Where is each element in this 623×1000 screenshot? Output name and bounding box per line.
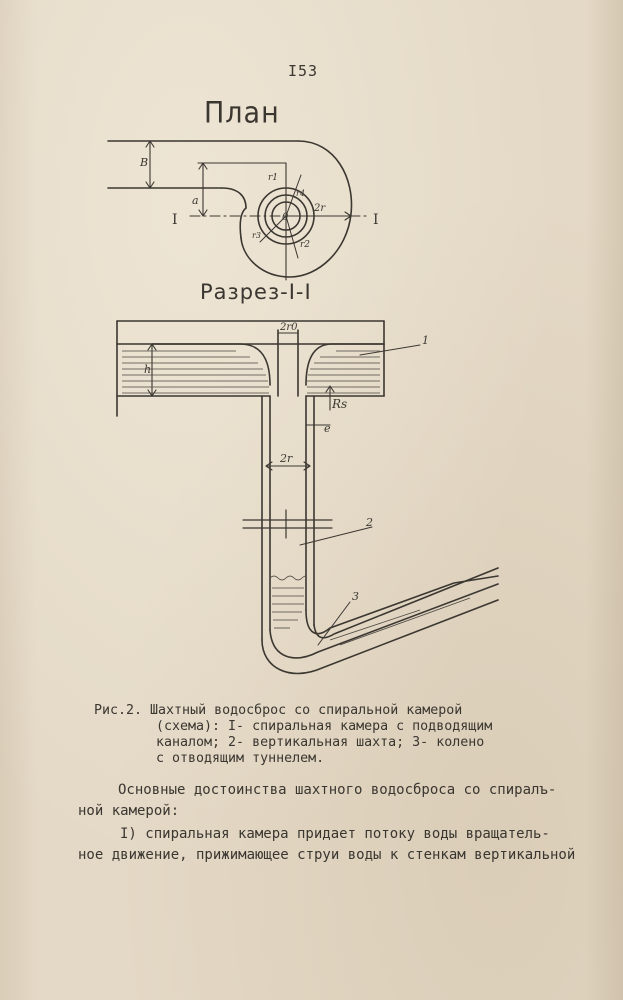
label-center: 0 — [282, 212, 289, 223]
caption-line: Рис.2. Шахтный водосброс со спиральной к… — [94, 703, 463, 718]
label-2r0: 2r0 — [279, 322, 298, 333]
callout-1: 1 — [422, 334, 429, 347]
caption-line: с отводящим туннелем. — [156, 751, 325, 766]
label-2r-plan: 2r — [313, 203, 326, 214]
plan-title: План — [204, 96, 280, 131]
label-section-left: I — [172, 212, 178, 228]
label-r4: r4 — [296, 189, 305, 198]
label-2r-shaft: 2r — [279, 452, 293, 465]
callout-3: 3 — [352, 590, 359, 603]
figure-caption: Рис.2. Шахтный водосброс со спиральной к… — [94, 703, 534, 767]
water-hatching — [122, 350, 471, 646]
paragraph-line: Основные достоинства шахтного водосброса… — [118, 782, 557, 798]
callout-2: 2 — [365, 516, 373, 529]
label-rs: Rs — [331, 397, 347, 411]
label-a: a — [192, 194, 199, 207]
paragraph-line: ной камерой: — [78, 803, 180, 819]
caption-line: (схема): I- спиральная камера с подводящ… — [156, 719, 493, 734]
section-title: Разрез-I-I — [200, 280, 312, 304]
spillway-drawing: B a I I r1 r2 r3 r4 0 2r h 2r0 Rs e 2r 1… — [107, 140, 499, 675]
label-b: B — [139, 156, 148, 169]
label-r3: r3 — [252, 231, 261, 240]
label-h: h — [144, 363, 151, 376]
caption-line: каналом; 2- вертикальная шахта; 3- колен… — [156, 735, 485, 750]
label-r1: r1 — [268, 173, 278, 183]
plan-view — [107, 140, 371, 281]
paragraph-line: ное движение, прижимающее струи воды к с… — [78, 847, 576, 863]
paragraph-line: I) спиральная камера придает потоку воды… — [120, 826, 550, 842]
label-section-right: I — [373, 212, 379, 228]
section-view — [116, 320, 499, 675]
label-r2: r2 — [300, 240, 310, 250]
label-e: e — [324, 422, 331, 435]
page-number: I53 — [288, 62, 319, 80]
